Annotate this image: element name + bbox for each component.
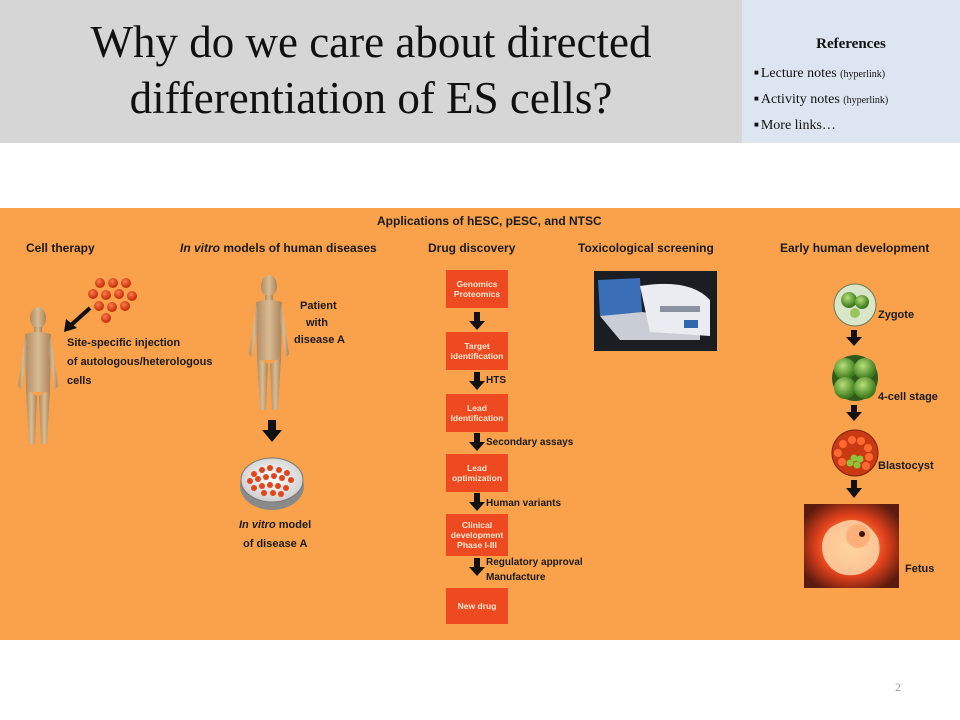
- figure-artwork: [18, 271, 899, 588]
- lecture-notes-link[interactable]: ■Lecture notes (hyperlink): [754, 66, 885, 82]
- ref-note: (hyperlink): [840, 69, 886, 80]
- activity-notes-link[interactable]: ■Activity notes (hyperlink): [754, 92, 888, 108]
- heading-early-development: Early human development: [780, 241, 930, 255]
- ref-label: Activity notes: [760, 92, 840, 107]
- heading-drug-discovery: Drug discovery: [428, 241, 516, 255]
- blastocyst-image: [831, 429, 879, 477]
- references-panel: References ■Lecture notes (hyperlink) ■A…: [742, 0, 960, 143]
- toxicology-machine: [594, 271, 717, 351]
- ref-label: More links…: [760, 118, 836, 133]
- slide-title: Why do we care about directed differenti…: [0, 14, 742, 126]
- page-number: 2: [895, 680, 901, 694]
- heading-rest: models of human diseases: [220, 241, 377, 255]
- stage-fetus: Fetus: [905, 563, 935, 575]
- patient-label-1: Patient: [300, 300, 337, 312]
- references-heading: References: [816, 36, 886, 52]
- four-cell-image: [832, 355, 878, 401]
- cell-therapy-caption-2: of autologous/heterologous: [67, 356, 213, 368]
- model-rest: model: [275, 519, 312, 531]
- patient-label-3: disease A: [294, 334, 345, 346]
- slide-title-text: Why do we care about directed differenti…: [90, 17, 652, 123]
- stage-4-cell: 4-cell stage: [878, 391, 938, 403]
- bullet-icon: ■: [754, 94, 759, 103]
- pipeline-box-new-drug: New drug: [446, 588, 508, 624]
- step-hts: HTS: [486, 375, 506, 386]
- injected-cells: [88, 278, 137, 323]
- patient-label-2: with: [306, 317, 328, 329]
- model-italic: In vitro: [239, 519, 276, 531]
- zygote-image: [833, 283, 877, 327]
- human-figure-patient: [249, 275, 289, 410]
- in-vitro-model-label-1: In vitro model: [239, 519, 311, 531]
- heading-cell-therapy: Cell therapy: [26, 241, 95, 255]
- applications-figure: Applications of hESC, pESC, and NTSC Cel…: [0, 208, 960, 640]
- stage-zygote: Zygote: [878, 309, 915, 321]
- heading-italic: In vitro: [180, 241, 221, 255]
- in-vitro-model-label-2: of disease A: [243, 538, 308, 550]
- figure-title: Applications of hESC, pESC, and NTSC: [377, 214, 602, 228]
- cell-therapy-caption-3: cells: [67, 375, 92, 387]
- step-manufacture: Manufacture: [486, 572, 546, 583]
- human-figure-cell-therapy: [18, 307, 58, 444]
- bullet-icon: ■: [754, 68, 759, 77]
- ref-note: (hyperlink): [843, 95, 889, 106]
- bullet-icon: ■: [754, 120, 759, 129]
- step-human-variants: Human variants: [486, 498, 562, 509]
- stage-blastocyst: Blastocyst: [878, 460, 934, 472]
- more-links-link[interactable]: ■More links…: [754, 118, 836, 134]
- pipeline-arrows: [469, 312, 485, 576]
- heading-in-vitro-models: In vitro models of human diseases: [180, 241, 377, 255]
- title-band: Why do we care about directed differenti…: [0, 0, 742, 143]
- cell-therapy-caption-1: Site-specific injection: [67, 337, 181, 349]
- step-secondary-assays: Secondary assays: [486, 437, 574, 448]
- petri-dish: [240, 457, 304, 510]
- fetus-image: [804, 504, 899, 588]
- heading-tox-screening: Toxicological screening: [578, 241, 714, 255]
- step-regulatory-approval: Regulatory approval: [486, 557, 583, 568]
- ref-label: Lecture notes: [760, 66, 837, 81]
